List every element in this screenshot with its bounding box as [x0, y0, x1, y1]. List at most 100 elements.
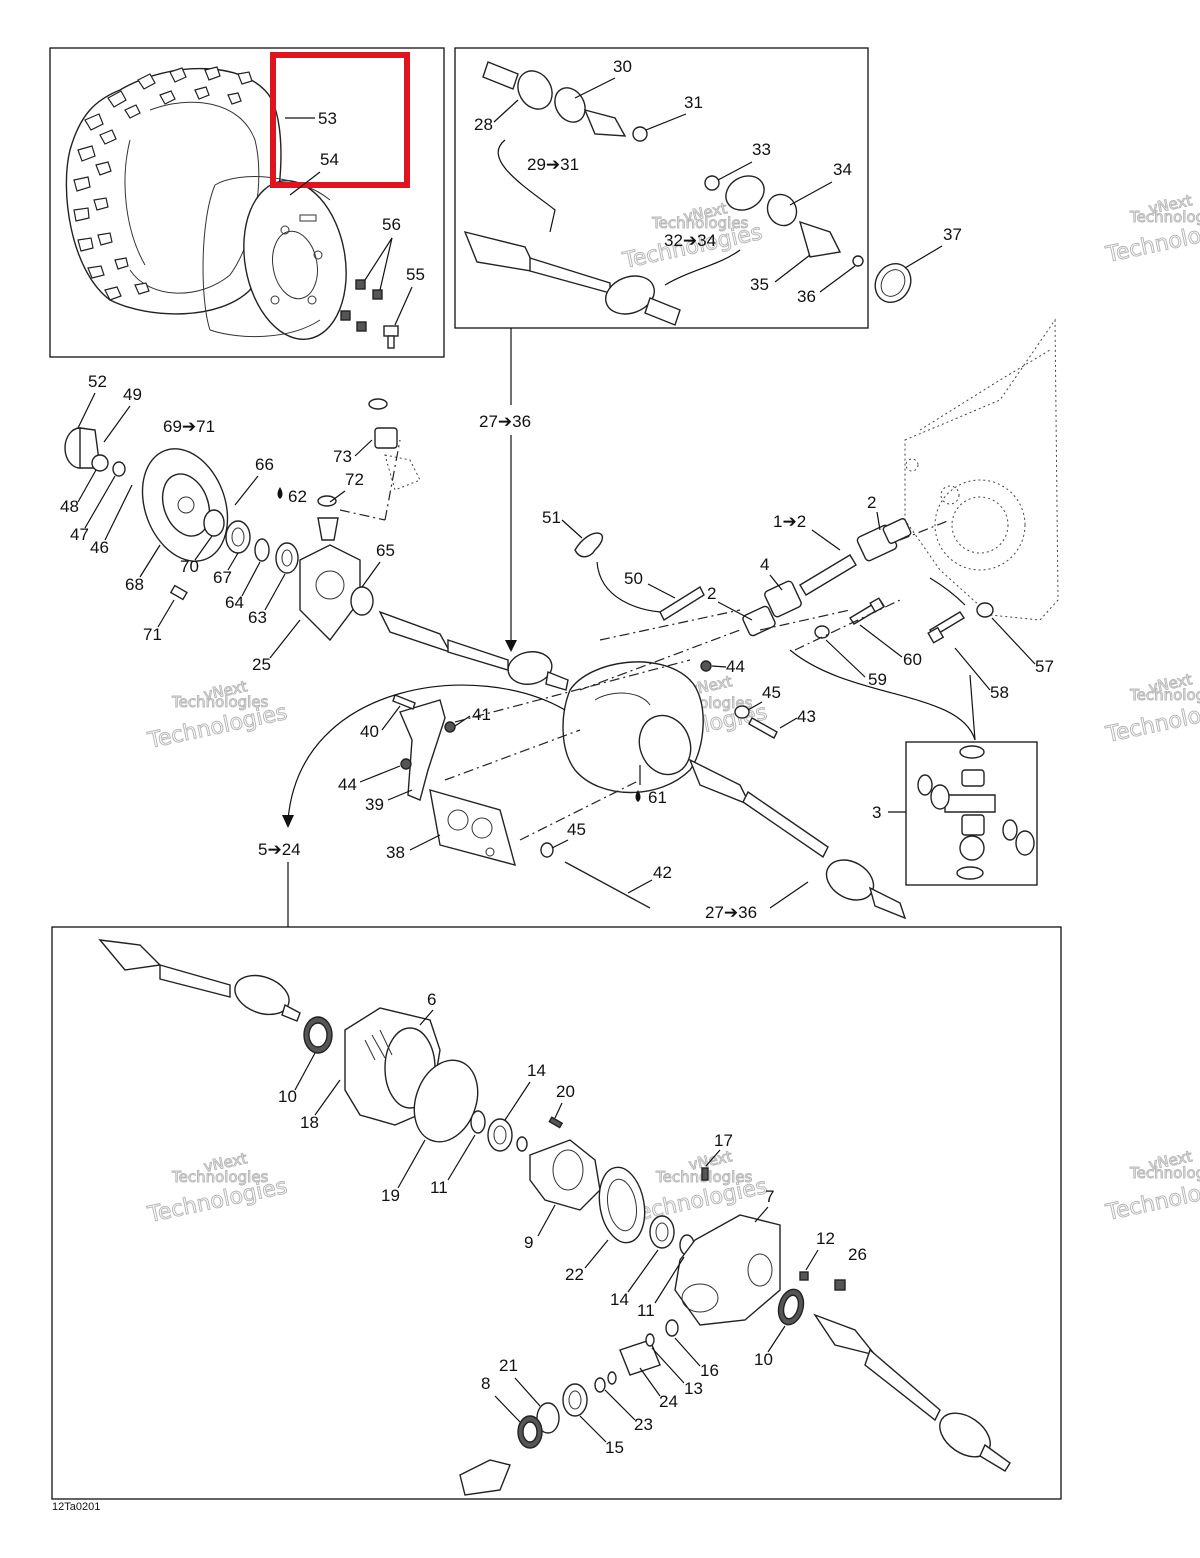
diff-case-9 — [529, 1139, 601, 1211]
part-label-27-36-lower: 27➔36 — [705, 903, 757, 922]
part-label-44-upper: 44 — [726, 657, 745, 676]
part-label-65: 65 — [376, 541, 395, 560]
drive-shaft-assembly-top — [463, 230, 681, 326]
tire-illustration — [65, 66, 282, 315]
part-label-56: 56 — [382, 215, 401, 234]
part-label-66: 66 — [255, 455, 274, 474]
bearing-63 — [275, 542, 299, 574]
part-label-72: 72 — [345, 470, 364, 489]
part-label-49: 49 — [123, 385, 142, 404]
part-label-8: 8 — [481, 1374, 490, 1393]
u-joint-inset-frame — [905, 741, 1038, 886]
ring-gear-22 — [598, 1166, 646, 1244]
plug-12 — [799, 1271, 809, 1281]
seal-10-right — [777, 1288, 805, 1326]
part-label-26: 26 — [848, 1245, 867, 1264]
bearing-14-left — [487, 1118, 513, 1152]
bolts-57-60 — [814, 597, 994, 644]
seal-10-left — [303, 1016, 333, 1054]
ball-joint — [317, 398, 421, 507]
part-label-51: 51 — [542, 508, 561, 527]
watermark-line2: Technologies — [1129, 208, 1200, 226]
part-label-64: 64 — [225, 593, 244, 612]
spring-50 — [659, 585, 705, 622]
part-label-11-left: 11 — [430, 1178, 448, 1197]
part-label-7: 7 — [765, 1187, 774, 1206]
part-label-14-upper: 14 — [527, 1061, 546, 1080]
part-label-47: 47 — [70, 525, 89, 544]
seal-70 — [203, 509, 225, 537]
bracket-39 — [399, 699, 446, 801]
plug-26 — [834, 1279, 846, 1291]
part-label-15: 15 — [605, 1438, 624, 1457]
washer-47 — [112, 461, 126, 477]
part-label-29-31: 29➔31 — [527, 155, 579, 174]
part-label-32-34: 32➔34 — [664, 231, 716, 250]
part-label-45-lower: 45 — [567, 820, 586, 839]
part-label-70: 70 — [180, 557, 199, 576]
bolts-40-43 — [392, 660, 778, 770]
part-label-73: 73 — [333, 447, 352, 466]
watermark-line2: Technologies — [651, 214, 749, 232]
steering-knuckle — [299, 517, 361, 642]
part-label-24: 24 — [659, 1392, 678, 1411]
bottom-shaft — [459, 1459, 511, 1496]
part-label-46: 46 — [90, 538, 109, 557]
part-label-68: 68 — [125, 575, 144, 594]
diff-right-axle — [813, 1313, 1011, 1472]
part-label-43: 43 — [797, 707, 816, 726]
part-label-25: 25 — [252, 655, 271, 674]
mounting-plate-38 — [429, 789, 516, 866]
part-label-2-upper: 2 — [867, 493, 876, 512]
grease-drop-icon — [277, 487, 283, 499]
front-axle-shaft — [378, 610, 569, 691]
part-label-60: 60 — [903, 650, 922, 669]
diff-housing-7 — [674, 1214, 781, 1326]
watermark-line2: Technologies — [1129, 1164, 1200, 1182]
vent-17 — [701, 1167, 709, 1181]
bearing-14-right — [649, 1215, 675, 1249]
part-label-45-upper: 45 — [762, 683, 781, 702]
arrow-head-icon — [282, 815, 294, 828]
part-label-28: 28 — [474, 115, 493, 134]
u-joint-cross — [917, 745, 1035, 880]
part-label-61: 61 — [648, 788, 667, 807]
part-label-10-right: 10 — [754, 1350, 773, 1369]
part-label-57: 57 — [1035, 657, 1054, 676]
part-label-30: 30 — [613, 57, 632, 76]
part-label-23: 23 — [634, 1415, 653, 1434]
arrow-head-icon — [505, 640, 517, 652]
drive-shaft-inset-frame — [454, 47, 869, 329]
part-label-6: 6 — [427, 990, 436, 1009]
part-label-1-2: 1➔2 — [773, 512, 806, 531]
watermark-line2: Technologies — [171, 1168, 269, 1186]
o-ring-19 — [413, 1059, 479, 1143]
part-label-53: 53 — [318, 109, 337, 128]
part-label-41: 41 — [472, 705, 491, 724]
part-label-21: 21 — [499, 1356, 518, 1375]
part-label-63: 63 — [248, 608, 267, 627]
long-bolt-42 — [564, 861, 651, 909]
shim-11-left — [470, 1110, 486, 1134]
part-label-55: 55 — [406, 265, 425, 284]
wheel-stud — [383, 325, 399, 349]
part-label-12: 12 — [816, 1229, 835, 1248]
part-label-31: 31 — [684, 93, 703, 112]
part-label-34: 34 — [833, 160, 852, 179]
differential-inset-frame — [51, 926, 1062, 1500]
part-label-17: 17 — [714, 1131, 733, 1150]
part-label-11-right: 11 — [637, 1301, 655, 1320]
part-label-2-lower: 2 — [707, 584, 716, 603]
bolt-71 — [169, 584, 188, 601]
bolt-20 — [548, 1116, 564, 1129]
part-label-37: 37 — [943, 225, 962, 244]
part-label-36: 36 — [797, 287, 816, 306]
part-label-67: 67 — [213, 568, 232, 587]
part-label-27-36-upper: 27➔36 — [479, 412, 531, 431]
part-label-39: 39 — [365, 795, 384, 814]
engine-outline — [904, 318, 1059, 621]
part-label-14-lower: 14 — [610, 1290, 629, 1309]
part-label-59: 59 — [868, 670, 887, 689]
part-label-71: 71 — [143, 625, 162, 644]
